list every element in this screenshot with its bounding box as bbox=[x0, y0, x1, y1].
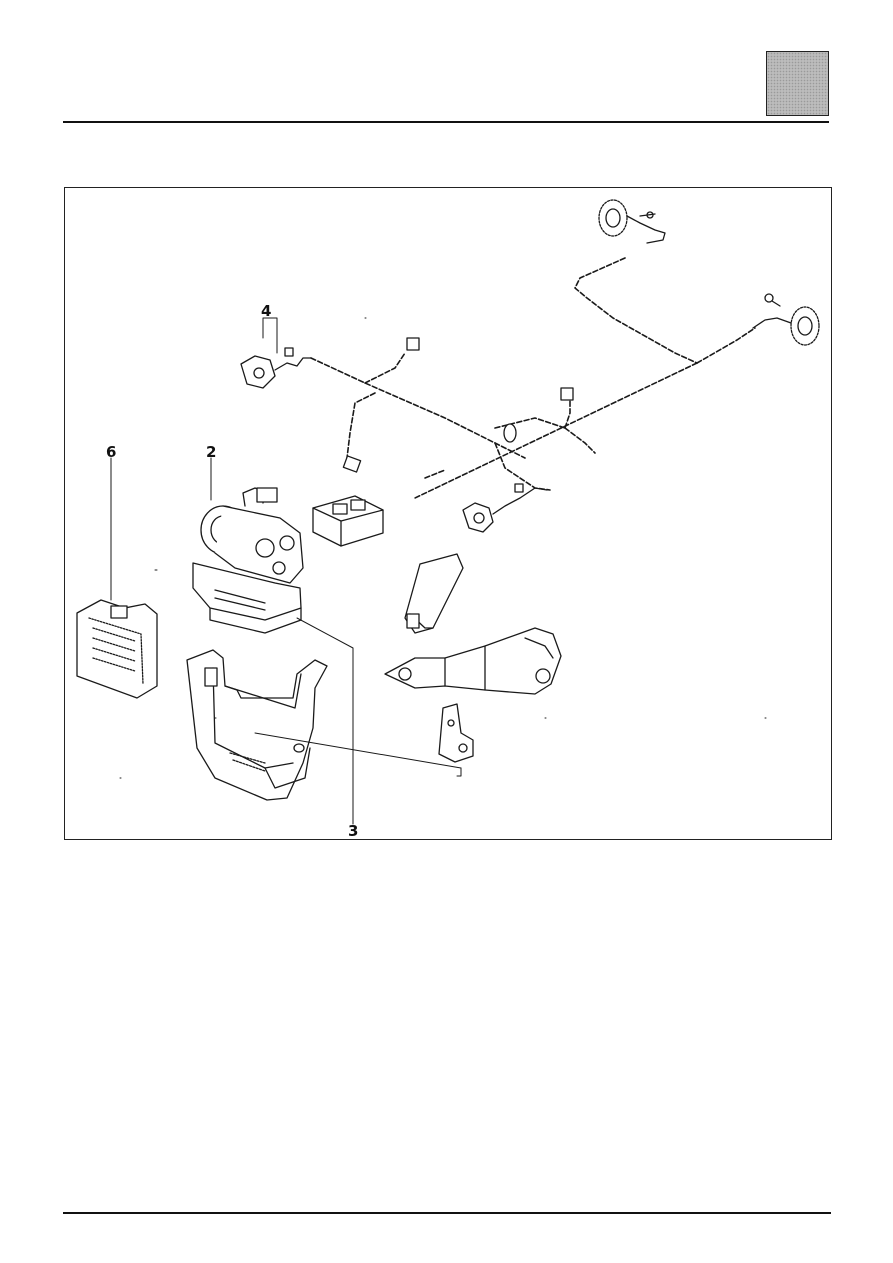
exploded-view-figure: 4 6 2 3 bbox=[64, 187, 832, 840]
callout-label-2: 2 bbox=[206, 443, 217, 461]
footer-rule bbox=[63, 1212, 831, 1214]
callout-label-3: 3 bbox=[348, 822, 359, 840]
modulator-bracket bbox=[186, 649, 328, 801]
wheel-sensor-rear-right bbox=[598, 199, 666, 244]
callout-label-6: 6 bbox=[106, 443, 117, 461]
exploded-view-drawing bbox=[76, 199, 820, 825]
section-tab-box bbox=[766, 51, 829, 116]
harness-connector bbox=[406, 337, 420, 351]
wheel-sensor-rear-left bbox=[462, 483, 548, 533]
support-plate bbox=[384, 553, 562, 695]
electronic-control-unit bbox=[76, 599, 158, 699]
harness-connector bbox=[560, 387, 574, 401]
leader-lines bbox=[110, 317, 462, 825]
relay-module bbox=[312, 495, 384, 547]
wheel-sensor-front-left bbox=[240, 347, 312, 389]
callout-label-4: 4 bbox=[261, 302, 272, 320]
header-rule bbox=[63, 121, 829, 123]
hydraulic-modulator bbox=[192, 487, 304, 634]
harness-grommet bbox=[503, 423, 517, 443]
wiring-harness bbox=[310, 257, 756, 499]
wheel-sensor-front-right bbox=[752, 293, 820, 346]
drawing-specks bbox=[119, 317, 767, 779]
harness-connector bbox=[342, 455, 362, 473]
lower-bracket bbox=[438, 703, 474, 763]
